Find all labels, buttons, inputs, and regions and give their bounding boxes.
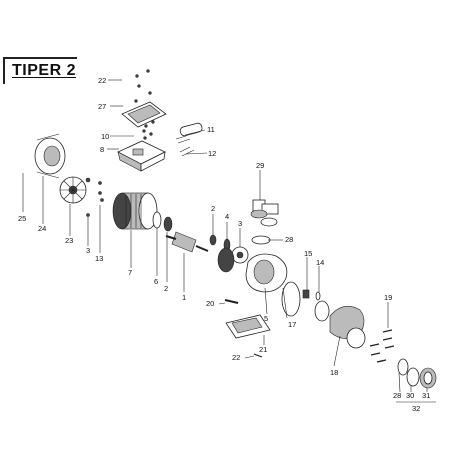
label-10: 10 [101,132,109,141]
union-nut-31 [419,367,437,389]
seal-2 [209,234,217,246]
label-7: 7 [128,268,132,277]
part-labels: 22 27 10 8 11 12 29 25 24 23 3 13 7 6 2 … [18,76,430,413]
label-28-top: 28 [285,235,293,244]
label-28-bottom: 28 [393,391,401,400]
oring-28-top [251,235,271,245]
fan-cover-24 [34,133,66,179]
label-25: 25 [18,214,26,223]
part-15 [302,289,310,299]
diagram-title: TIPER 2 [12,62,76,79]
label-30: 30 [406,391,414,400]
label-12: 12 [208,149,216,158]
title-frame [3,57,77,84]
label-8: 8 [100,145,104,154]
label-2-right: 2 [211,204,215,213]
label-27: 27 [98,102,106,111]
oring-28-bottom [397,358,409,376]
impeller-3 [231,246,249,264]
label-32: 32 [412,404,420,413]
label-21: 21 [259,345,267,354]
label-11: 11 [207,125,215,134]
label-22-bottom: 22 [232,353,240,362]
bearing-6 [152,211,173,232]
union-30 [406,367,420,387]
terminal-cover-27 [121,101,167,128]
label-14: 14 [316,258,324,267]
pump-front-18 [329,305,366,349]
label-13: 13 [95,254,103,263]
label-1: 1 [182,293,186,302]
label-20: 20 [206,299,214,308]
base-plate-21 [225,314,271,339]
washers-3-13 [85,177,104,217]
label-29: 29 [256,161,264,170]
rotor-shaft-1 [165,231,209,253]
label-2-left: 2 [164,284,168,293]
label-18: 18 [330,368,338,377]
part-14 [315,291,321,301]
label-17: 17 [288,320,296,329]
capacitor-11 [175,122,203,144]
oring-17 [281,281,301,317]
diffuser-ring-14 [314,300,330,322]
bolts-19 [369,329,395,363]
screw-group-22-top [134,69,152,103]
label-5: 5 [264,314,268,323]
label-6: 6 [154,277,158,286]
screws-10 [142,129,153,140]
terminal-box-8 [117,140,166,172]
prefilter-lid-29 [250,199,279,227]
fan-23 [59,176,87,204]
leader-lines [22,79,428,393]
label-31: 31 [422,391,430,400]
pump-body-5 [245,253,288,293]
label-23: 23 [65,236,73,245]
label-19: 19 [384,293,392,302]
motor-stator-7 [112,192,158,230]
label-4: 4 [225,212,229,221]
label-22-top: 22 [98,76,106,85]
label-15: 15 [304,249,312,258]
screw-22-bottom [253,353,263,358]
label-3-right: 3 [238,219,242,228]
label-24: 24 [38,224,46,233]
cable-gland-12 [179,146,195,157]
label-3-left: 3 [86,246,90,255]
diffuser-9 [217,247,235,273]
key-20 [224,299,239,304]
